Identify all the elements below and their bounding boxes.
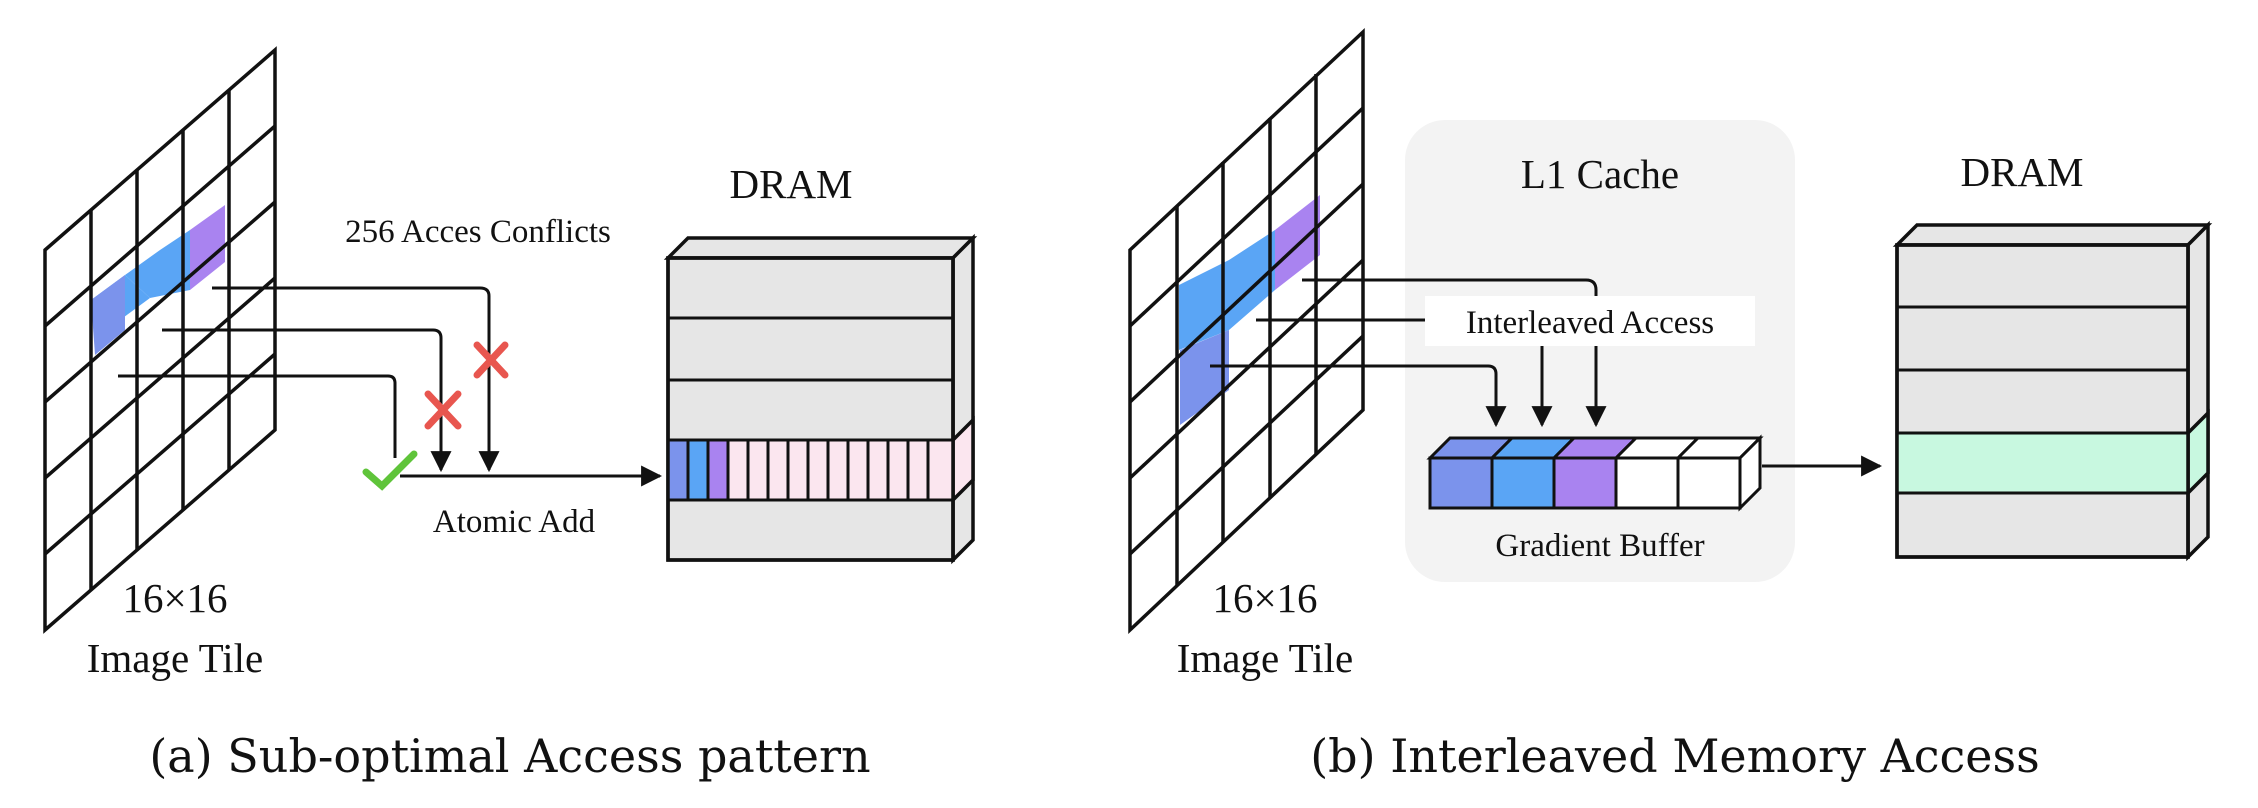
interleaved-label: Interleaved Access: [1466, 305, 1714, 341]
dram-label: DRAM: [1960, 149, 2083, 195]
dram-block-a: DRAM: [663, 161, 978, 565]
tile-size-label: 16×16: [1212, 575, 1317, 621]
atomic-add-label: Atomic Add: [433, 504, 596, 540]
gradient-buffer-label: Gradient Buffer: [1495, 528, 1704, 564]
image-tile-grid-a: [43, 46, 277, 634]
tile-size-label: 16×16: [122, 575, 227, 621]
panel-a: 256 Acces Conflicts Atomic Add DRAM: [43, 46, 978, 783]
dram-block-b: DRAM: [1892, 149, 2213, 562]
grid-cell-purple: [1275, 195, 1320, 290]
image-tile-grid-b: [1128, 27, 1365, 635]
grid-cell-purple: [190, 205, 225, 290]
caption-b: (b) Interleaved Memory Access: [1310, 729, 2040, 783]
grid-cell-blue-2: [125, 230, 190, 298]
tile-label: Image Tile: [1177, 635, 1354, 681]
interleaved-label-box: Interleaved Access: [1425, 296, 1755, 346]
l1-cache-label: L1 Cache: [1521, 151, 1679, 197]
cross-icon: [424, 390, 462, 430]
grid-cell-blue-dark: [91, 275, 125, 355]
cross-icon: [473, 341, 509, 379]
access-lines-a: [118, 286, 663, 487]
gradient-buffer: [1426, 434, 1764, 512]
dram-label: DRAM: [729, 161, 852, 207]
grid-cell-blue: [1179, 230, 1275, 350]
panel-b: L1 Cache: [1128, 27, 2213, 783]
tile-label: Image Tile: [87, 635, 264, 681]
grid-cell-blue-dark: [1180, 330, 1229, 425]
check-icon: [362, 450, 418, 491]
caption-a: (a) Sub-optimal Access pattern: [149, 729, 870, 783]
conflict-label: 256 Acces Conflicts: [345, 214, 611, 250]
